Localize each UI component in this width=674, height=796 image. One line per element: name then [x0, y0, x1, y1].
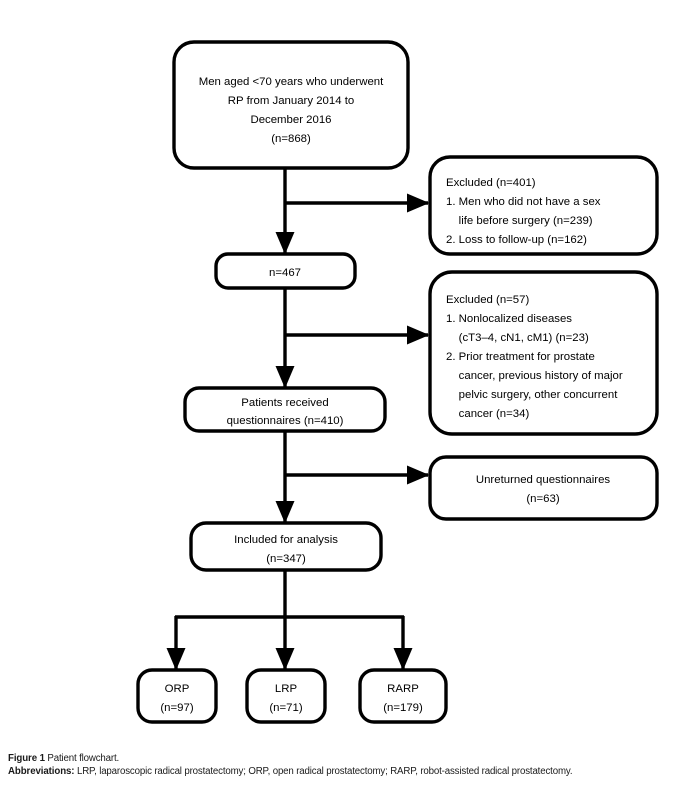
node-cohort: Men aged <70 years who underwent RP from… [172, 40, 410, 170]
node-unreturned-box [428, 455, 659, 521]
node-included-line-1: Included for analysis [234, 534, 338, 546]
node-included-line-2: (n=347) [266, 553, 306, 565]
node-lrp-box [245, 668, 327, 724]
node-orp-box [136, 668, 218, 724]
node-excluded-second-line-1: Excluded (n=57) [446, 294, 529, 306]
node-cohort-line-1: Men aged <70 years who underwent [199, 76, 384, 88]
node-cohort-line-3: December 2016 [250, 114, 331, 126]
node-cohort-line-2: RP from January 2014 to [228, 95, 354, 107]
node-excluded-second-line-7: cancer (n=34) [446, 408, 529, 420]
connector-group [166, 168, 430, 671]
figure-caption-title-line: Figure 1 Patient flowchart. [8, 752, 670, 765]
node-excluded-second: Excluded (n=57) 1. Nonlocalized diseases… [428, 270, 659, 436]
node-orp: ORP (n=97) [136, 668, 218, 724]
node-excluded-second-line-4: 2. Prior treatment for prostate [446, 351, 595, 363]
node-lrp-label: LRP [275, 683, 297, 695]
figure-number: Figure 1 [8, 753, 45, 764]
node-orp-count: (n=97) [160, 702, 193, 714]
node-eligible: n=467 [214, 252, 357, 290]
node-unreturned: Unreturned questionnaires (n=63) [428, 455, 659, 521]
node-excluded-first-line-3: life before surgery (n=239) [446, 215, 593, 227]
figure-caption: Figure 1 Patient flowchart. Abbreviation… [8, 752, 670, 778]
node-unreturned-line-1: Unreturned questionnaires [476, 474, 611, 486]
node-cohort-box [172, 40, 410, 170]
node-excluded-first-box [428, 155, 659, 256]
node-rarp-label: RARP [387, 683, 419, 695]
abbreviations-label: Abbreviations: [8, 766, 75, 778]
node-excluded-second-line-2: 1. Nonlocalized diseases [446, 313, 572, 325]
node-excluded-first-line-1: Excluded (n=401) [446, 177, 536, 189]
node-questionnaires-received-box [183, 386, 387, 433]
node-excluded-second-line-6: pelvic surgery, other concurrent [446, 389, 618, 401]
node-excluded-second-line-5: cancer, previous history of major [446, 370, 623, 382]
node-included-box [189, 521, 383, 572]
node-eligible-box [214, 252, 357, 290]
node-orp-label: ORP [165, 683, 190, 695]
abbreviations-text: LRP, laparoscopic radical prostatectomy;… [76, 766, 573, 778]
node-eligible-line-1: n=467 [269, 267, 301, 279]
node-lrp: LRP (n=71) [245, 668, 327, 724]
node-unreturned-line-2: (n=63) [526, 493, 559, 505]
node-included: Included for analysis (n=347) [189, 521, 383, 572]
node-excluded-first-line-4: 2. Loss to follow-up (n=162) [446, 234, 587, 246]
figure-title: Patient flowchart. [47, 753, 120, 764]
node-questionnaires-received: Patients received questionnaires (n=410) [183, 386, 387, 433]
node-questionnaires-received-line-2: questionnaires (n=410) [227, 415, 344, 427]
node-excluded-first: Excluded (n=401) 1. Men who did not have… [428, 155, 659, 256]
node-excluded-first-line-2: 1. Men who did not have a sex [446, 196, 601, 208]
node-questionnaires-received-line-1: Patients received [241, 397, 328, 409]
node-lrp-count: (n=71) [269, 702, 302, 714]
node-rarp-count: (n=179) [383, 702, 423, 714]
node-rarp-box [358, 668, 448, 724]
patient-flowchart: Men aged <70 years who underwent RP from… [136, 40, 659, 724]
node-excluded-second-box [428, 270, 659, 436]
figure-abbreviations-line: Abbreviations: LRP, laparoscopic radical… [8, 765, 670, 778]
node-cohort-line-4: (n=868) [271, 133, 311, 145]
node-rarp: RARP (n=179) [358, 668, 448, 724]
node-excluded-second-line-3: (cT3–4, cN1, cM1) (n=23) [446, 332, 589, 344]
